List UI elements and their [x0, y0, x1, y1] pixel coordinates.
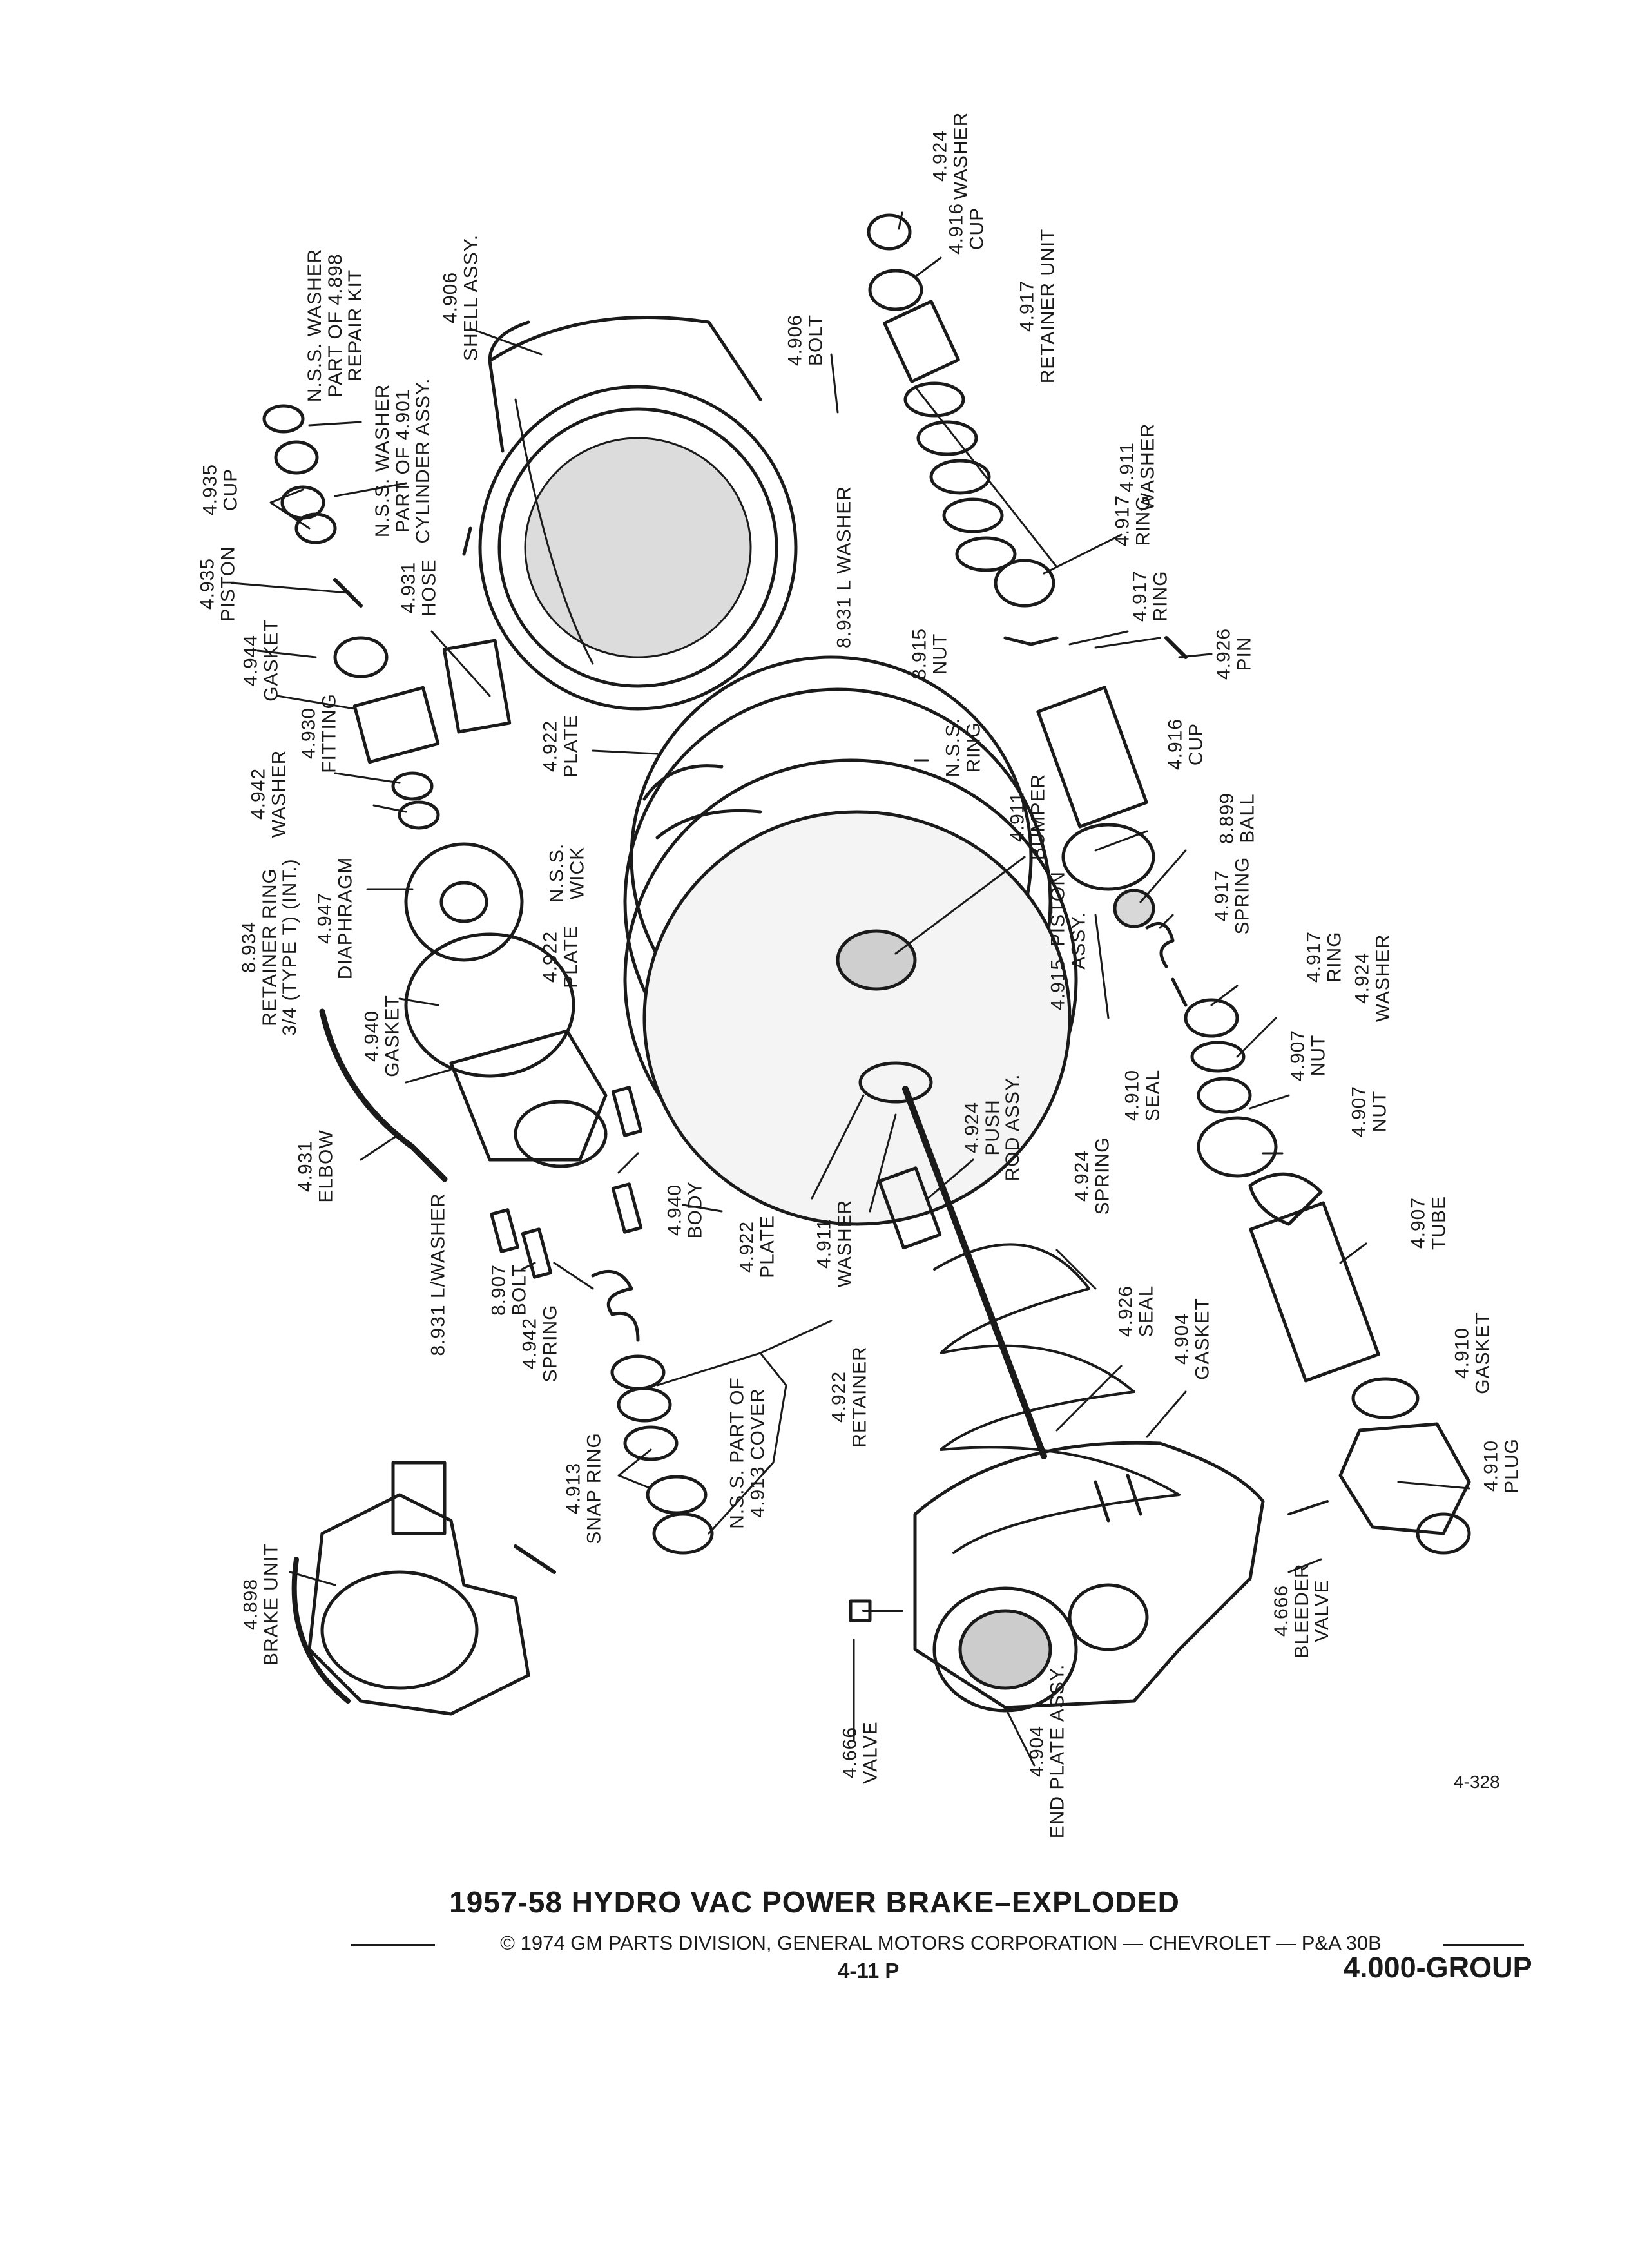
copyright-line: © 1974 GM PARTS DIVISION, GENERAL MOTORS…: [500, 1932, 1382, 1954]
footer-rule-left: [351, 1944, 435, 1946]
push-rod-and-spring-drawing: [878, 1086, 1181, 1554]
diaphragm-plate-stack-drawing: [623, 655, 1078, 1226]
footer-rule-right: [1443, 1944, 1524, 1946]
end-plate-assembly-drawing: [849, 1441, 1265, 1713]
figure-number: 4-328: [1454, 1772, 1500, 1792]
group-number: 4.000-GROUP: [1344, 1951, 1532, 1984]
tube-and-plug-drawing: [1248, 1172, 1471, 1555]
shell-assembly-drawing: [462, 316, 798, 711]
page-number: 4-11 P: [838, 1959, 900, 1983]
piston-assembly-drawing: [867, 213, 1278, 1178]
figure-title: 1957-58 HYDRO VAC POWER BRAKE–EXPLODED: [449, 1885, 1180, 1919]
hydraulic-cylinder-parts-drawing: [262, 404, 714, 1555]
leader-lines: [231, 211, 1470, 1767]
brake-unit-drawing: [291, 1461, 556, 1716]
